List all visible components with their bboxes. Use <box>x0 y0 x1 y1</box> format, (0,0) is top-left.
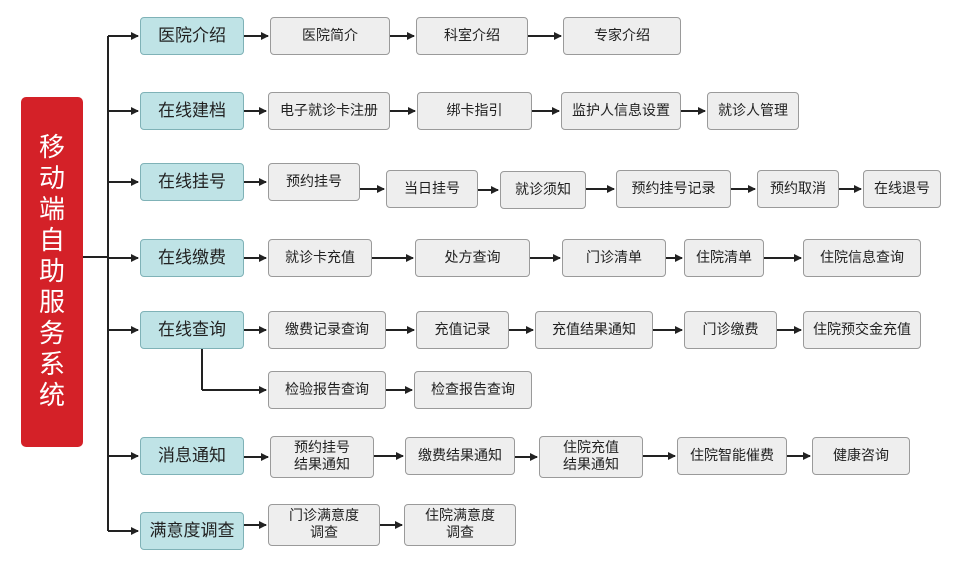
category-1: 医院介绍 <box>140 17 244 55</box>
item-1-3: 专家介绍 <box>563 17 681 55</box>
item-1-2: 科室介绍 <box>416 17 528 55</box>
category-4: 在线缴费 <box>140 239 244 277</box>
item-3-1: 预约挂号 <box>268 163 360 201</box>
item-2-1: 电子就诊卡注册 <box>268 92 390 130</box>
item-1-1: 医院简介 <box>270 17 390 55</box>
item-6-3: 住院充值结果通知 <box>539 436 643 478</box>
root-title-char: 助 <box>38 256 65 287</box>
item-4-4: 住院清单 <box>684 239 764 277</box>
root-title-char: 端 <box>38 194 65 225</box>
item-6-2: 缴费结果通知 <box>405 437 515 475</box>
root-title-char: 系 <box>38 349 65 380</box>
root-title-char: 服 <box>38 287 65 318</box>
root-title-char: 移 <box>38 132 65 163</box>
root-title-char: 动 <box>38 163 65 194</box>
category-6: 消息通知 <box>140 437 244 475</box>
category-5: 在线查询 <box>140 311 244 349</box>
item-4-1: 就诊卡充值 <box>268 239 372 277</box>
sub-item-2: 检查报告查询 <box>414 371 532 409</box>
item-7-1: 门诊满意度调查 <box>268 504 380 546</box>
root-title-char: 自 <box>38 225 65 256</box>
item-3-5: 预约取消 <box>757 170 839 208</box>
item-6-4: 住院智能催费 <box>677 437 787 475</box>
item-3-6: 在线退号 <box>863 170 941 208</box>
item-2-4: 就诊人管理 <box>707 92 799 130</box>
root-title-char: 统 <box>38 380 65 411</box>
item-4-5: 住院信息查询 <box>803 239 921 277</box>
category-7: 满意度调查 <box>140 512 244 550</box>
item-3-2: 当日挂号 <box>386 170 478 208</box>
item-3-4: 预约挂号记录 <box>616 170 731 208</box>
item-7-2: 住院满意度调查 <box>404 504 516 546</box>
root-title-char: 务 <box>38 318 65 349</box>
item-6-5: 健康咨询 <box>812 437 910 475</box>
item-5-1: 缴费记录查询 <box>268 311 386 349</box>
item-5-3: 充值结果通知 <box>535 311 653 349</box>
item-5-4: 门诊缴费 <box>684 311 777 349</box>
item-4-2: 处方查询 <box>415 239 530 277</box>
item-2-2: 绑卡指引 <box>417 92 532 130</box>
item-3-3: 就诊须知 <box>500 171 586 209</box>
item-5-2: 充值记录 <box>416 311 509 349</box>
category-2: 在线建档 <box>140 92 244 130</box>
category-3: 在线挂号 <box>140 163 244 201</box>
item-5-5: 住院预交金充值 <box>803 311 921 349</box>
item-4-3: 门诊清单 <box>562 239 666 277</box>
sub-item-1: 检验报告查询 <box>268 371 386 409</box>
item-6-1: 预约挂号结果通知 <box>270 436 374 478</box>
root-title: 移动端自助服务系统 <box>21 97 83 447</box>
item-2-3: 监护人信息设置 <box>561 92 681 130</box>
